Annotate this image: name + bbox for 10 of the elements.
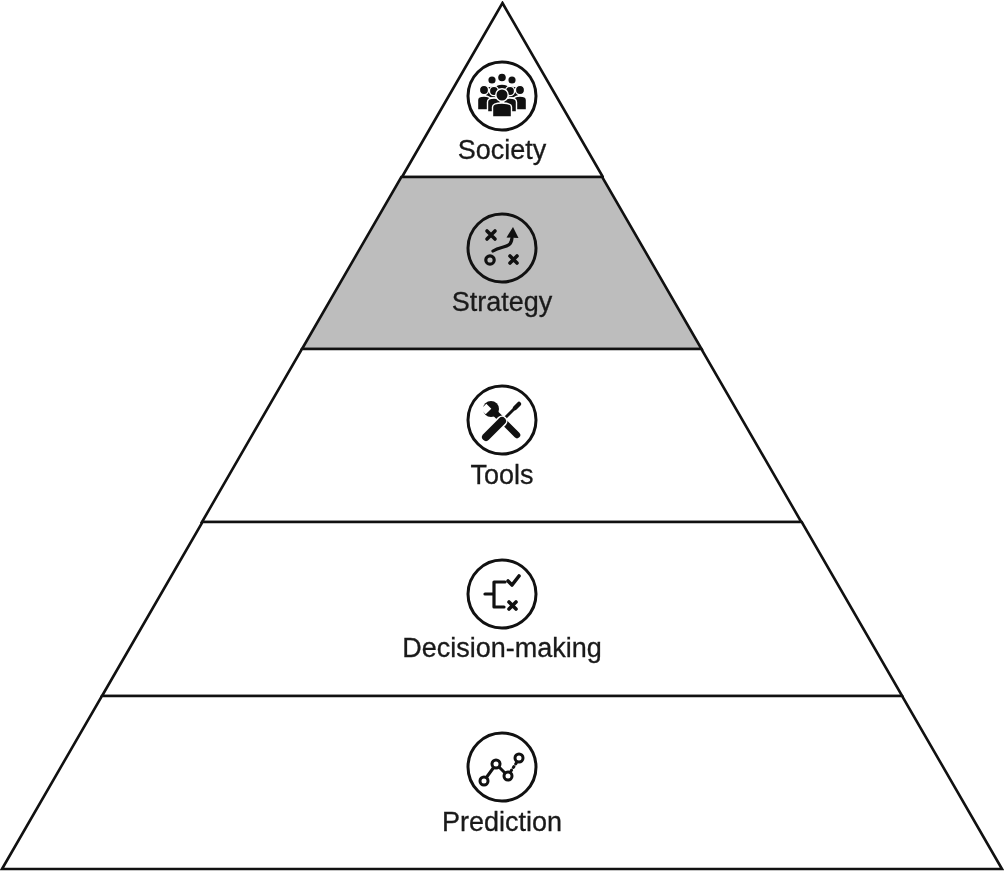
pyramid-tier: [300, 175, 704, 351]
tier-label: Society: [457, 135, 547, 165]
pyramid-tier: [200, 347, 804, 524]
pyramid-tier: [0, 694, 1004, 871]
tier-label: Tools: [470, 460, 534, 490]
tier-label: Strategy: [451, 287, 553, 317]
tier-label: Decision-making: [402, 633, 602, 663]
pyramid-tier: [99, 520, 905, 698]
tier-label: Prediction: [441, 807, 563, 837]
pyramid-tier: [399, 1, 605, 179]
